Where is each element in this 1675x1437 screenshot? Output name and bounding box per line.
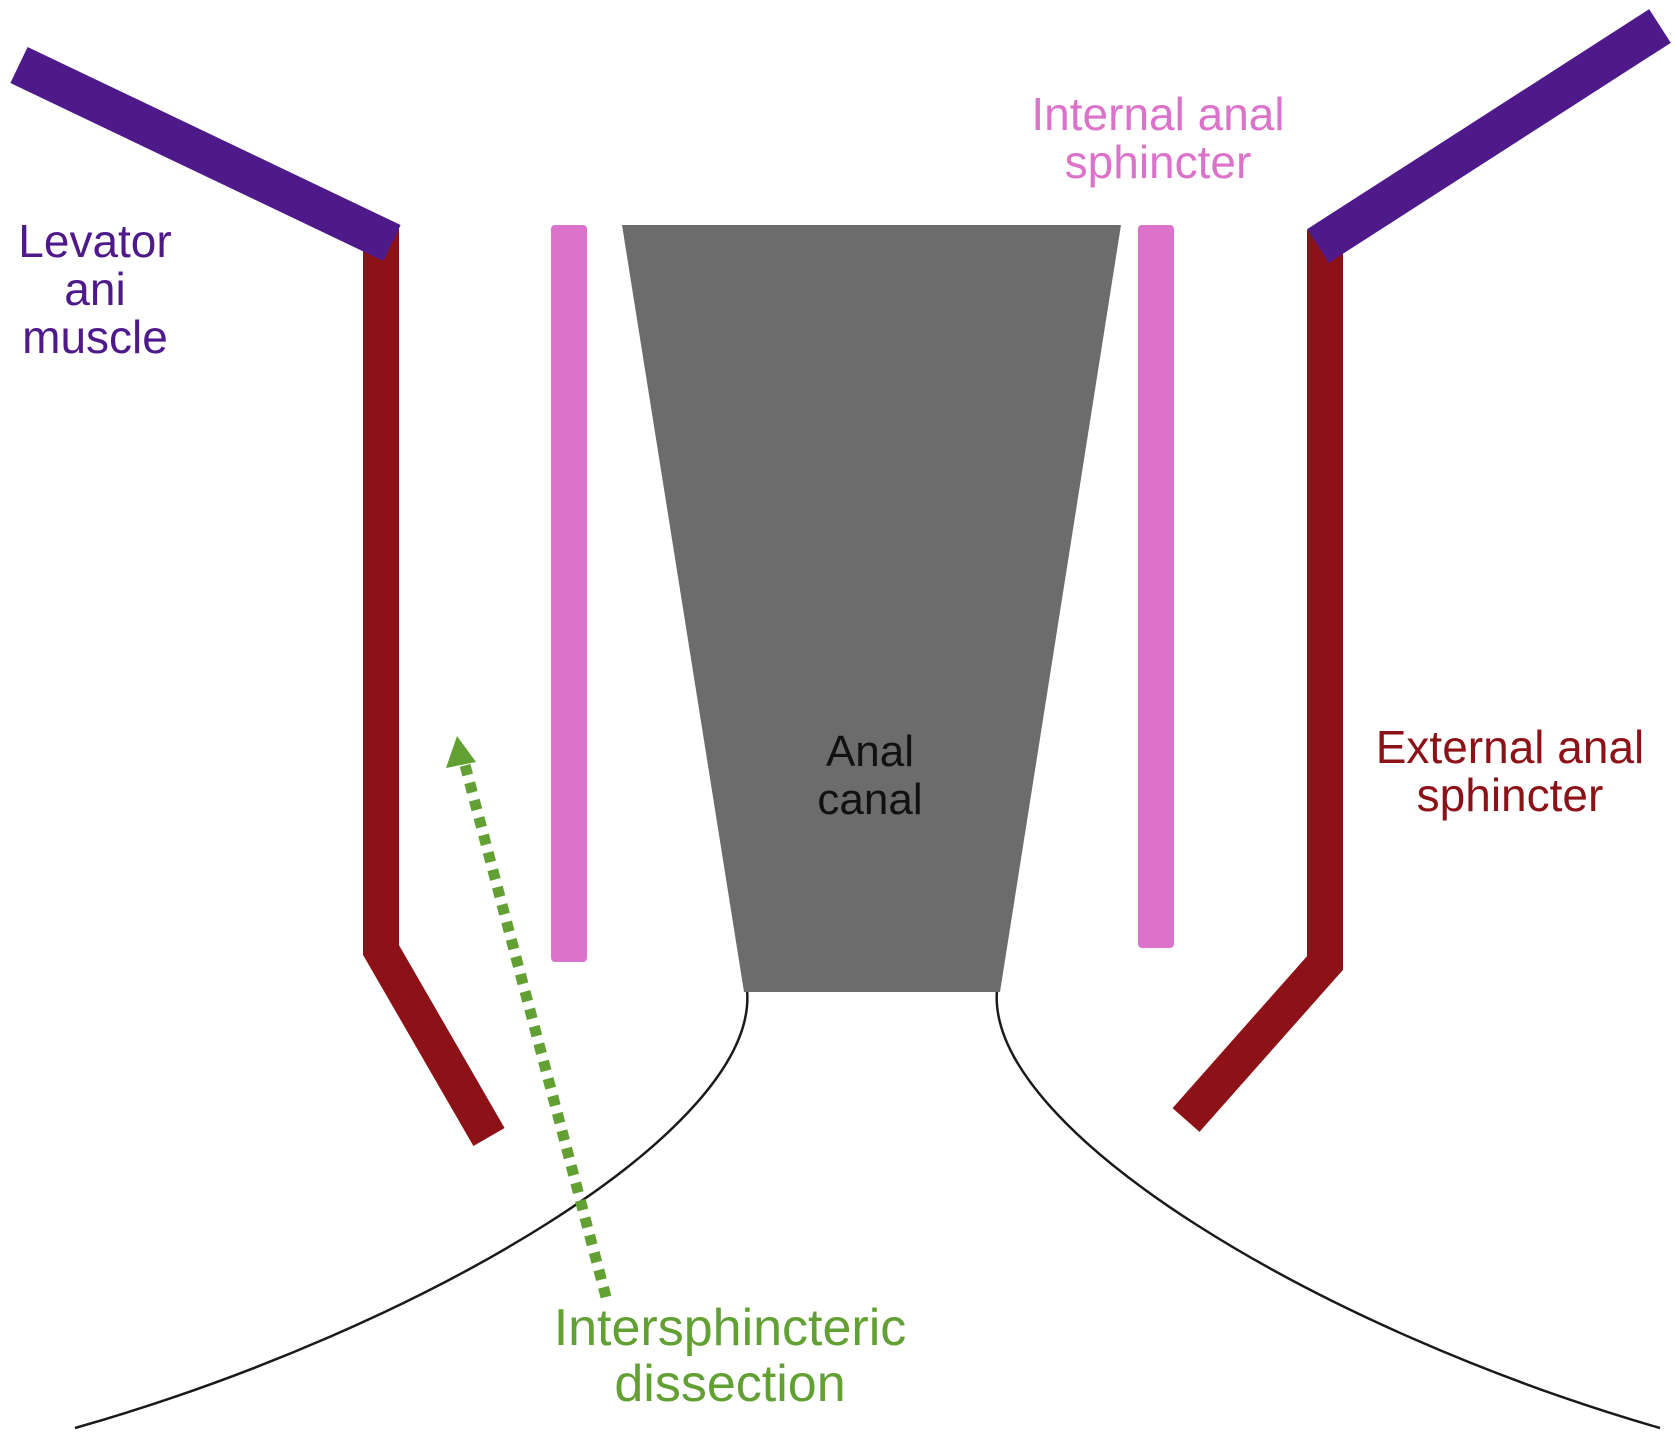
skin-curve-right: [995, 989, 1661, 1430]
levator-ani-left: [10, 46, 401, 262]
anal-canal-label-line1: Anal: [825, 727, 915, 776]
internal-sphincter-label-line2: sphincter: [1064, 136, 1252, 188]
levator-ani-right: [1307, 9, 1671, 263]
levator-ani-label-line2: ani: [64, 263, 126, 315]
external-sphincter-label: External anal sphincter: [1345, 723, 1675, 819]
anal-canal-label-line2: canal: [817, 775, 923, 824]
external-sphincter-left: [363, 228, 505, 1147]
internal-sphincter-label-line1: Internal anal: [1031, 88, 1285, 140]
dissection-label-line1: Intersphincteric: [553, 1299, 907, 1357]
levator-ani-label: Levator ani muscle: [0, 217, 190, 361]
anal-canal-shape: [622, 225, 1121, 992]
dissection-label-line2: dissection: [614, 1355, 846, 1413]
external-sphincter-right: [1172, 230, 1343, 1132]
internal-sphincter-right: [1138, 225, 1174, 948]
internal-sphincter-label: Internal anal sphincter: [1008, 90, 1308, 186]
external-sphincter-label-line1: External anal: [1375, 721, 1645, 773]
skin-curve-left: [74, 989, 749, 1430]
anal-canal-label: Anal canal: [770, 728, 970, 824]
external-sphincter-label-line2: sphincter: [1416, 769, 1604, 821]
internal-sphincter-left: [551, 225, 587, 962]
dissection-label: Intersphincteric dissection: [520, 1300, 940, 1412]
dissection-arrow-head: [446, 736, 476, 768]
dissection-arrow-shaft: [459, 763, 612, 1299]
levator-ani-label-line1: Levator: [18, 215, 172, 267]
levator-ani-label-line3: muscle: [22, 311, 168, 363]
